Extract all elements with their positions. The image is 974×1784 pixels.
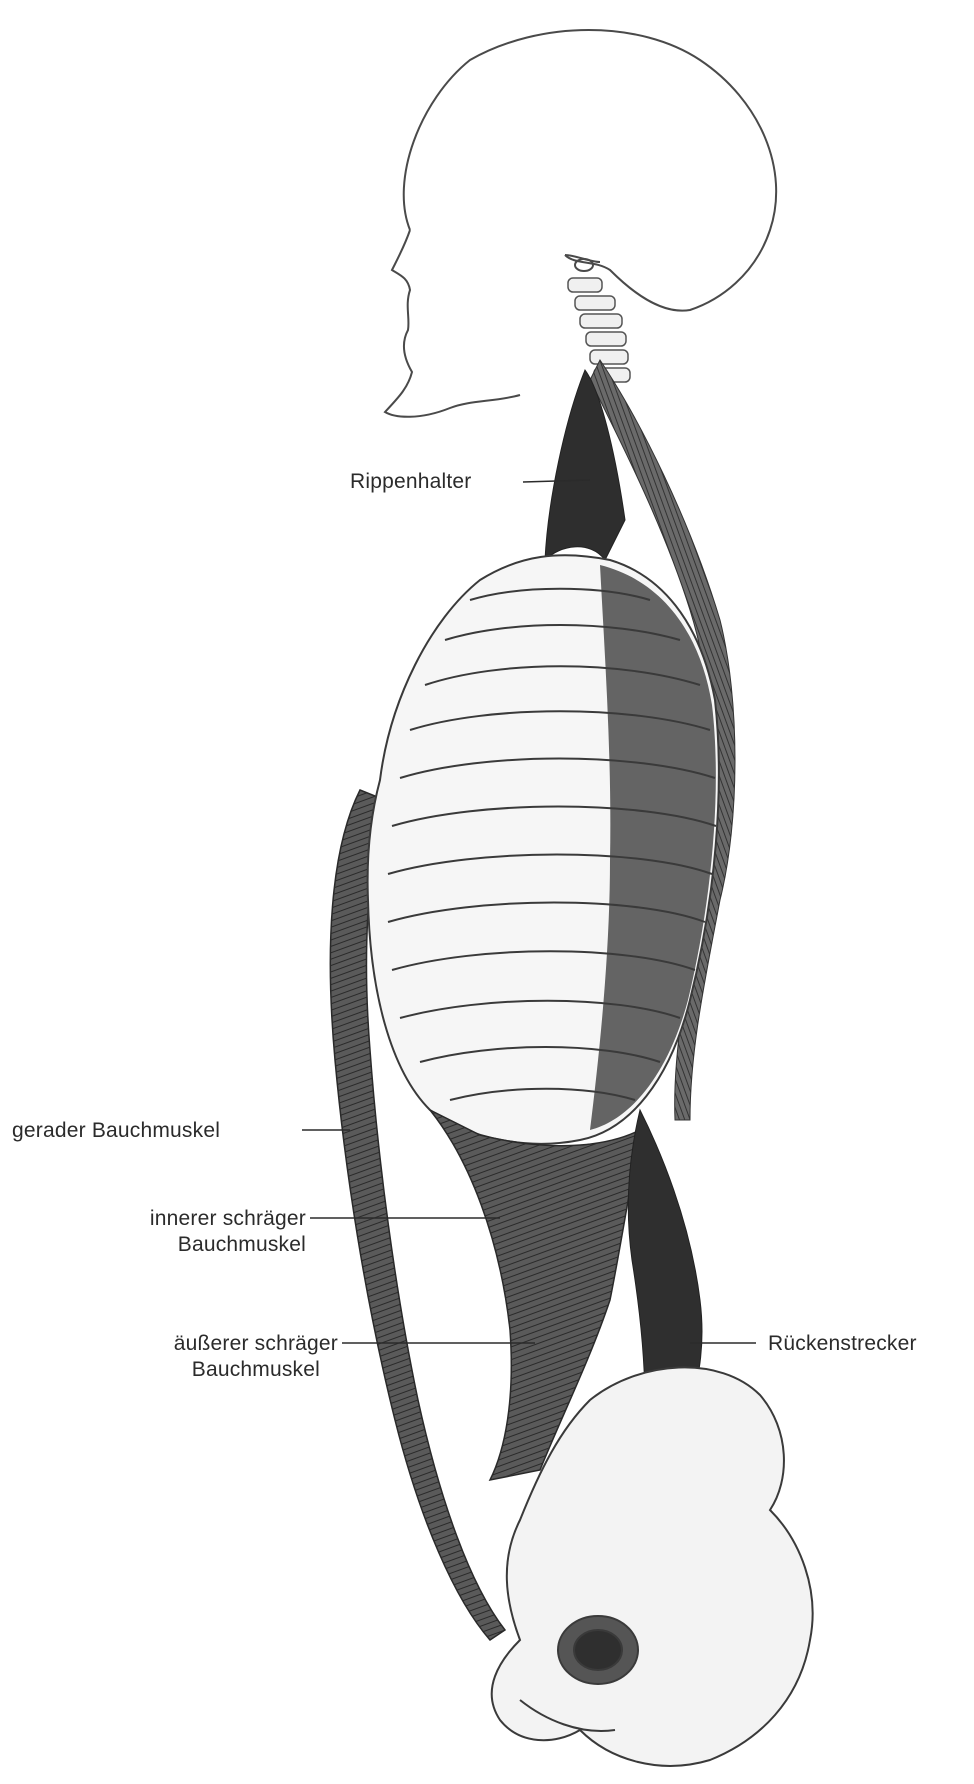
label-rueckenstrecker: Rückenstrecker bbox=[768, 1331, 917, 1356]
label-innerer-schraeger-line2: Bauchmuskel bbox=[80, 1232, 306, 1257]
label-rippenhalter: Rippenhalter bbox=[350, 469, 471, 494]
label-aeusserer-schraeger-line2: Bauchmuskel bbox=[80, 1357, 320, 1382]
skull bbox=[385, 30, 776, 417]
label-innerer-schraeger-line1: innerer schräger bbox=[80, 1206, 306, 1231]
label-gerader-bauchmuskel: gerader Bauchmuskel bbox=[12, 1118, 220, 1143]
erector-spinae bbox=[628, 1110, 702, 1405]
label-aeusserer-schraeger-line1: äußerer schräger bbox=[80, 1331, 338, 1356]
